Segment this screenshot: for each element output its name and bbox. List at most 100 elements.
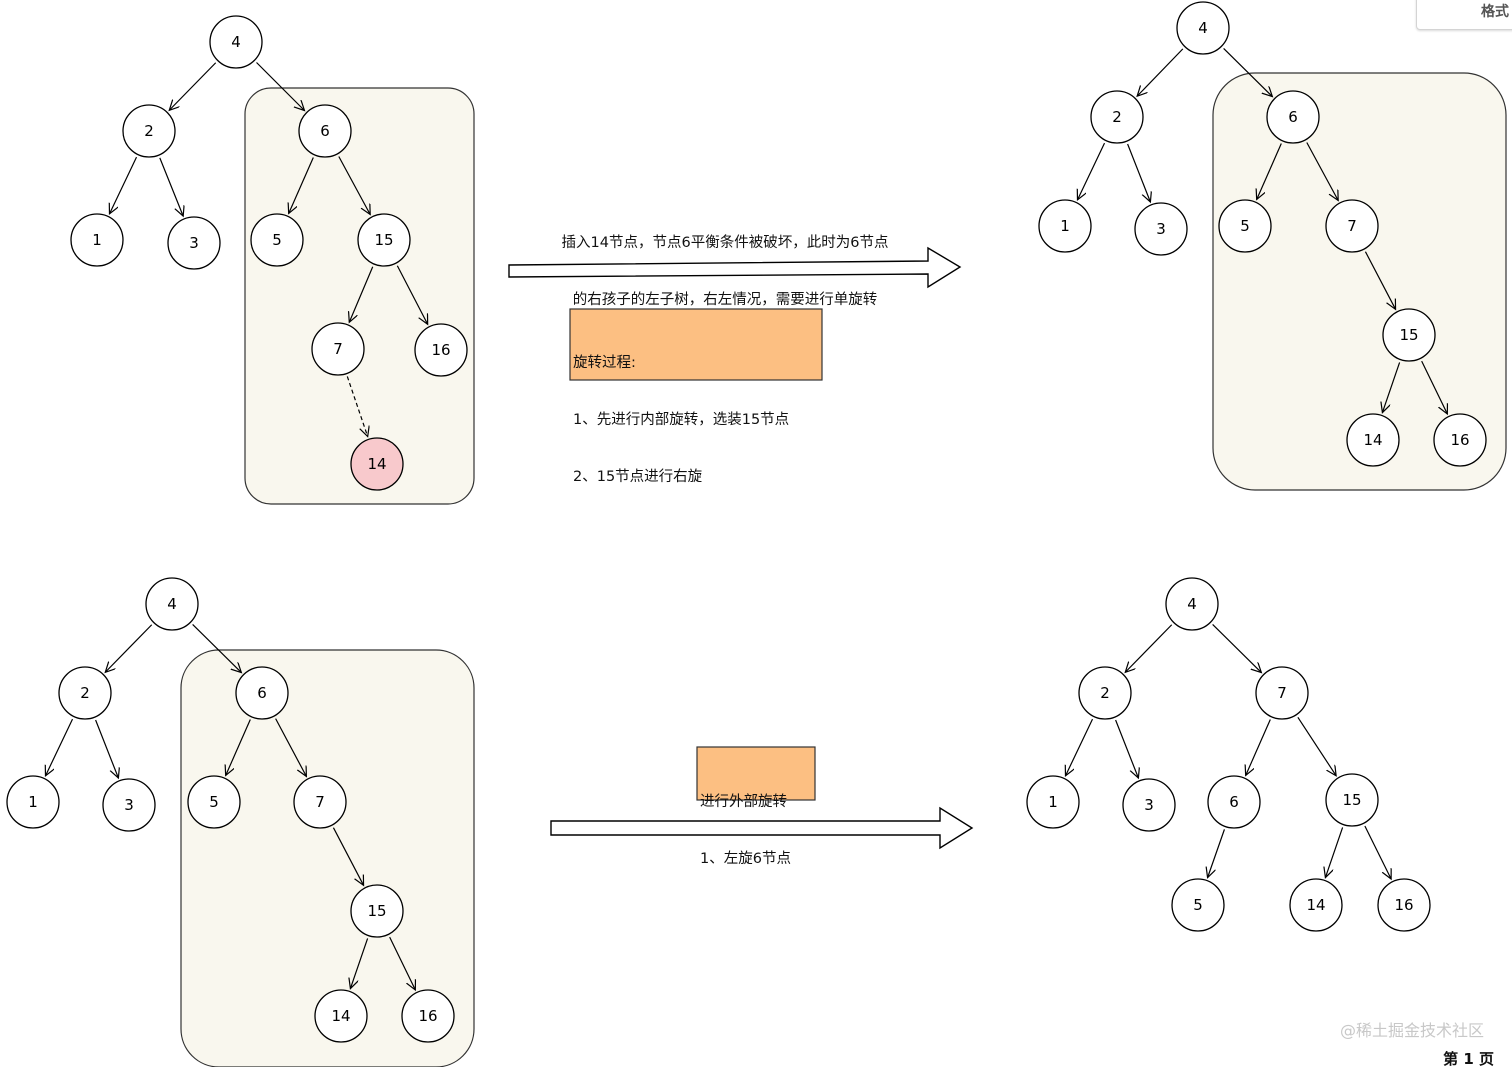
node-circle	[122, 104, 176, 158]
edge-top-right-4-to-2	[1137, 48, 1184, 96]
edge-bottom-left-6-to-7	[275, 718, 307, 777]
page-number: 第 1 页	[1443, 1050, 1494, 1068]
node-circle	[1346, 413, 1400, 467]
node-circle	[350, 437, 404, 491]
tree-node-bottom-right-7: 7	[1255, 666, 1309, 720]
node-label: 6	[257, 684, 267, 702]
node-label: 14	[1363, 431, 1382, 449]
node-circle	[1255, 666, 1309, 720]
edge-bottom-left-7-to-15	[332, 827, 363, 886]
node-label: 2	[1112, 108, 1122, 126]
node-label: 7	[1277, 684, 1287, 702]
node-circle	[298, 104, 352, 158]
node-circle	[1207, 775, 1261, 829]
node-circle	[209, 15, 263, 69]
edge-top-left-6-to-5	[289, 157, 314, 214]
node-circle	[6, 775, 60, 829]
note-line: 1、左旋6节点	[700, 851, 791, 867]
edge-top-left-15-to-7	[349, 266, 374, 323]
edge-bottom-left-4-to-2	[105, 624, 153, 673]
note-line: 1、先进行内部旋转，选装15节点	[573, 412, 790, 428]
node-circle	[58, 666, 112, 720]
tree-node-top-left-3: 3	[167, 216, 221, 270]
rotation-process-note: 旋转过程: 1、先进行内部旋转，选装15节点 2、15节点进行右旋	[573, 316, 789, 506]
note-box-rotation-process	[569, 308, 823, 381]
node-circle	[1026, 775, 1080, 829]
format-panel-tab[interactable]: 格式	[1416, 0, 1512, 30]
caption-line-1: 插入14节点，节点6平衡条件被破坏，此时为6节点	[561, 235, 889, 251]
tree-node-top-right-16: 16	[1433, 413, 1487, 467]
note-line: 进行外部旋转	[700, 794, 787, 810]
top-transform-caption: 插入14节点，节点6平衡条件被破坏，此时为6节点 的右孩子的左子树，右左情况，需…	[540, 196, 910, 329]
node-label: 15	[374, 231, 393, 249]
edge-bottom-right-4-to-7	[1212, 623, 1262, 672]
node-label: 16	[418, 1007, 437, 1025]
node-label: 7	[315, 793, 325, 811]
tree-node-bottom-left-4: 4	[145, 577, 199, 631]
edge-bottom-right-6-to-5	[1208, 829, 1225, 877]
tree-node-top-right-3: 3	[1134, 202, 1188, 256]
tree-node-top-left-7: 7	[311, 322, 365, 376]
subtree-box-top-left	[244, 87, 475, 505]
edge-top-left-15-to-16	[396, 265, 427, 325]
edge-top-right-15-to-14	[1382, 362, 1401, 412]
edge-top-right-2-to-1	[1077, 142, 1106, 200]
edge-bottom-left-6-to-5	[226, 719, 251, 776]
tree-node-bottom-left-15: 15	[350, 884, 404, 938]
tree-node-top-right-7: 7	[1325, 199, 1379, 253]
edge-bottom-right-15-to-16	[1364, 825, 1391, 879]
node-circle	[1078, 666, 1132, 720]
node-circle	[1122, 778, 1176, 832]
tree-node-top-right-14: 14	[1346, 413, 1400, 467]
subtree-box-bottom-left	[180, 649, 475, 1067]
subtree-box-top-right	[1212, 72, 1507, 491]
caption-line-2: 的右孩子的左子树，右左情况，需要进行单旋转	[572, 292, 878, 308]
edge-bottom-right-2-to-3	[1115, 719, 1139, 778]
tree-node-bottom-left-7: 7	[293, 775, 347, 829]
tree-node-top-right-2: 2	[1090, 90, 1144, 144]
tree-node-bottom-right-1: 1	[1026, 775, 1080, 829]
node-circle	[1171, 878, 1225, 932]
node-circle	[250, 213, 304, 267]
edge-bottom-right-7-to-6	[1246, 719, 1271, 776]
tree-node-top-right-6: 6	[1266, 90, 1320, 144]
tree-node-top-left-6: 6	[298, 104, 352, 158]
node-label: 1	[28, 793, 38, 811]
tree-node-top-left-14: 14	[350, 437, 404, 491]
node-circle	[314, 989, 368, 1043]
tree-node-bottom-right-14: 14	[1289, 878, 1343, 932]
node-label: 5	[1240, 217, 1250, 235]
node-label: 3	[124, 796, 134, 814]
tree-node-top-left-15: 15	[357, 213, 411, 267]
edge-bottom-right-2-to-1	[1065, 718, 1094, 776]
outer-rotation-note: 进行外部旋转 1、左旋6节点	[700, 755, 791, 888]
node-label: 4	[1187, 595, 1197, 613]
node-label: 5	[209, 793, 219, 811]
node-label: 6	[1288, 108, 1298, 126]
node-label: 14	[331, 1007, 350, 1025]
node-label: 2	[80, 684, 90, 702]
tree-node-bottom-left-6: 6	[235, 666, 289, 720]
node-circle	[1090, 90, 1144, 144]
tree-node-bottom-right-5: 5	[1171, 878, 1225, 932]
node-label: 4	[167, 595, 177, 613]
tree-node-top-right-15: 15	[1382, 308, 1436, 362]
note-line: 旋转过程:	[573, 355, 636, 371]
node-label: 15	[367, 902, 386, 920]
node-circle	[357, 213, 411, 267]
tree-node-bottom-left-1: 1	[6, 775, 60, 829]
node-label: 6	[1229, 793, 1239, 811]
node-circle	[1038, 199, 1092, 253]
node-label: 1	[1048, 793, 1058, 811]
node-label: 14	[367, 455, 386, 473]
edge-bottom-left-15-to-14	[350, 938, 369, 988]
tree-node-top-left-1: 1	[70, 213, 124, 267]
format-tab-label: 格式	[1481, 4, 1509, 20]
node-label: 16	[431, 341, 450, 359]
node-label: 3	[1156, 220, 1166, 238]
node-circle	[1218, 199, 1272, 253]
tree-node-top-left-5: 5	[250, 213, 304, 267]
tree-node-top-left-2: 2	[122, 104, 176, 158]
edges-layer	[45, 47, 1447, 990]
